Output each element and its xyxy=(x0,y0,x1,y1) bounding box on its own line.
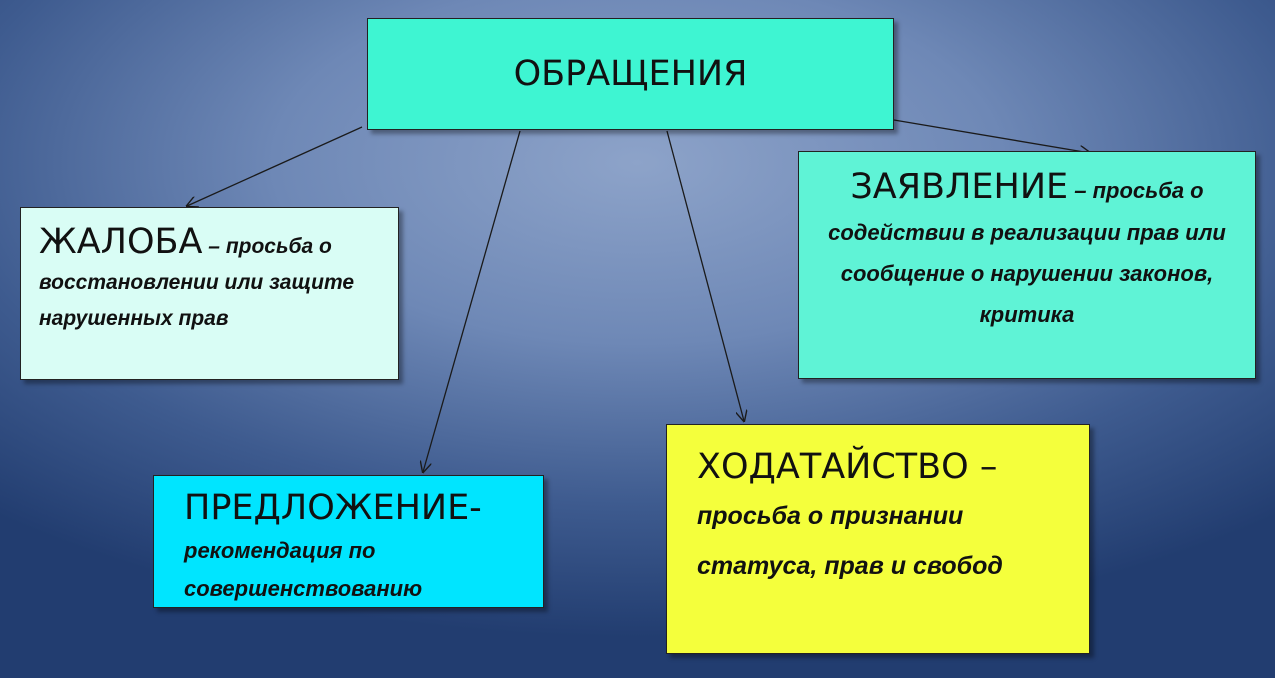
node-hodataystvo: ХОДАТАЙСТВО – просьба о признании статус… xyxy=(666,424,1090,654)
root-node-label: ОБРАЩЕНИЯ xyxy=(513,54,748,94)
root-node-obrashcheniya: ОБРАЩЕНИЯ xyxy=(367,18,894,130)
node-zayavlenie: ЗАЯВЛЕНИЕ – просьба о содействии в реали… xyxy=(798,151,1256,379)
node-predlozhenie-term: ПРЕДЛОЖЕНИЕ- xyxy=(184,488,482,528)
node-zhaloba-separator: – xyxy=(202,235,226,258)
node-zhaloba-description: просьба о восстановлении или защите нару… xyxy=(39,235,355,330)
arrow-to-zhaloba xyxy=(187,126,363,206)
node-zayavlenie-description: просьба о содействии в реализации прав и… xyxy=(828,178,1226,327)
arrow-to-zayavlenie xyxy=(893,119,1090,153)
node-hodataystvo-description: просьба о признании статуса, прав и своб… xyxy=(697,502,1003,580)
arrow-to-predlozhenie xyxy=(423,130,521,472)
node-zhaloba: ЖАЛОБА – просьба о восстановлении или за… xyxy=(20,207,399,380)
node-zhaloba-term: ЖАЛОБА xyxy=(39,222,203,262)
node-zayavlenie-term: ЗАЯВЛЕНИЕ xyxy=(850,167,1069,207)
node-predlozhenie: ПРЕДЛОЖЕНИЕ- рекомендация по совершенств… xyxy=(153,475,544,608)
arrow-to-hodataystvo xyxy=(666,130,744,421)
node-zayavlenie-separator: – xyxy=(1068,178,1093,203)
node-predlozhenie-description: рекомендация по совершенствованию xyxy=(184,538,423,601)
node-hodataystvo-term: ХОДАТАЙСТВО – xyxy=(697,447,998,487)
